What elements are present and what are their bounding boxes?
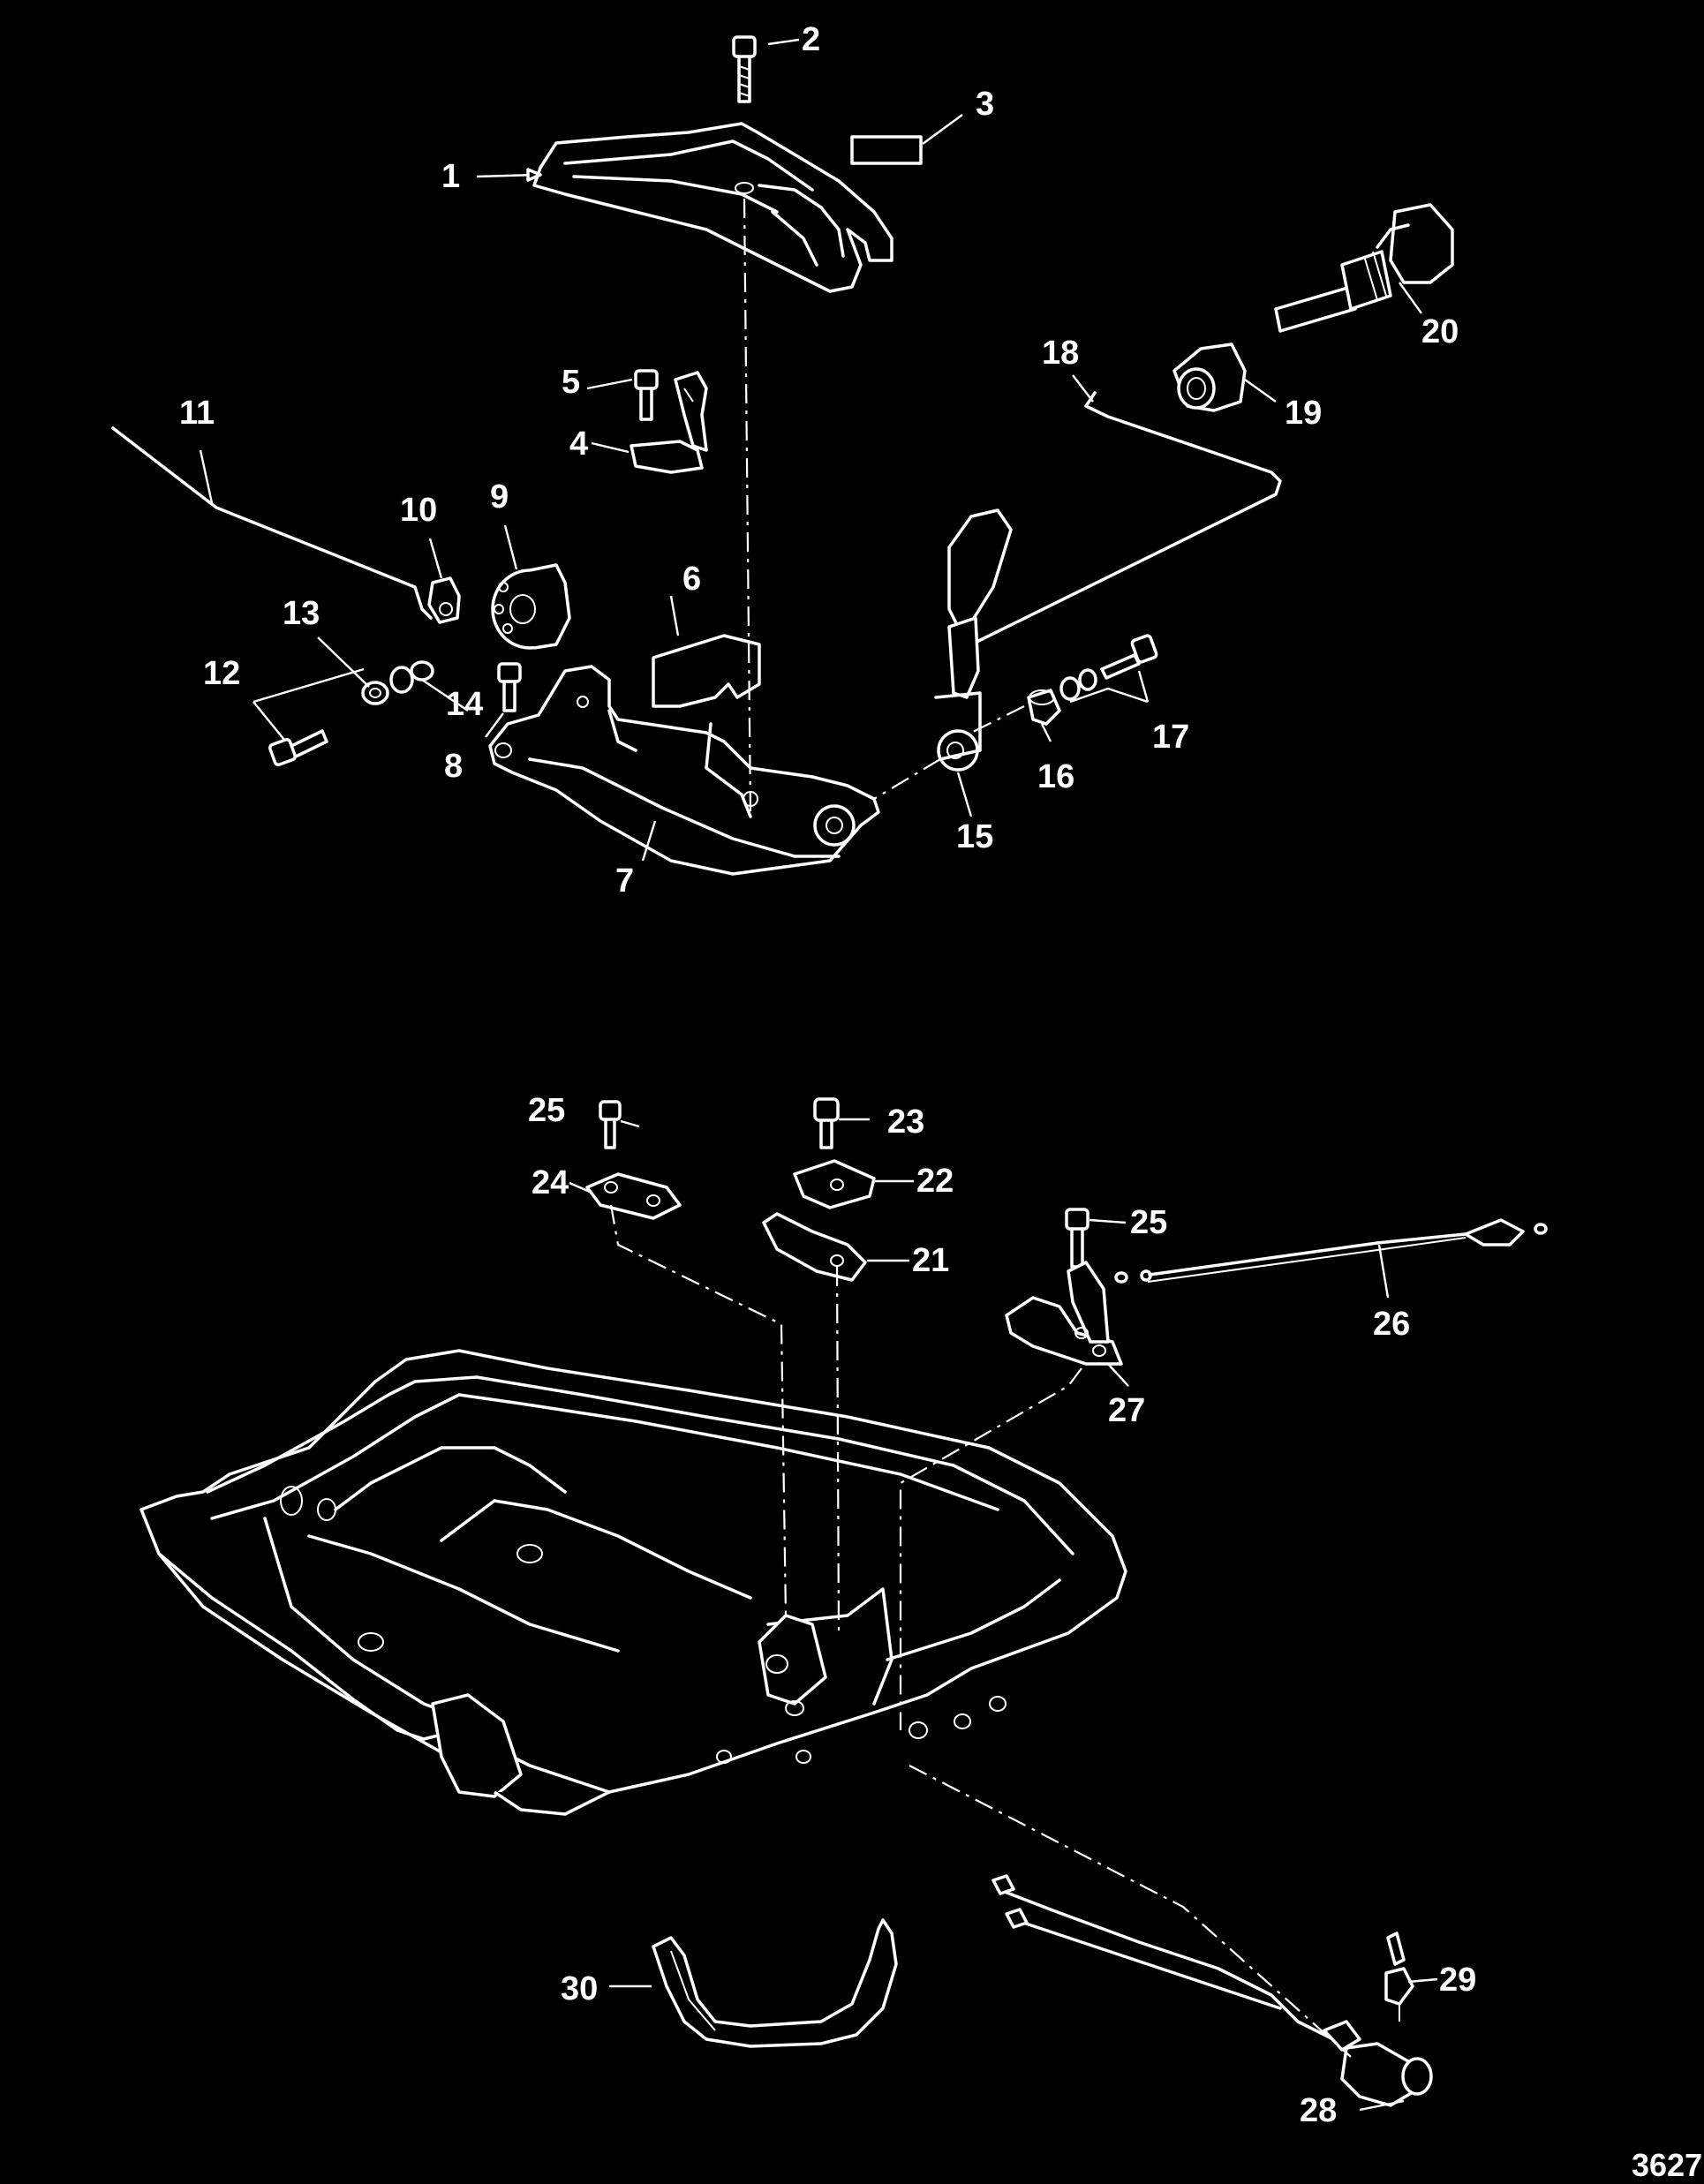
part-27-bracket bbox=[1005, 1261, 1123, 1366]
part-14-bushing-ring bbox=[410, 660, 434, 682]
drawing-number: 3627 bbox=[1632, 2147, 1702, 2183]
part-14-bushing bbox=[389, 666, 414, 694]
part-17-lockwasher bbox=[1078, 668, 1097, 691]
callout-labels: 1 2 3 4 5 6 7 8 9 10 11 12 13 14 15 16 1… bbox=[179, 21, 1476, 2129]
callout-7: 7 bbox=[615, 862, 634, 900]
part-22-clip bbox=[793, 1159, 876, 1209]
callout-25-right: 25 bbox=[1130, 1204, 1167, 1241]
part-9-friction-disc bbox=[491, 563, 571, 650]
part-10-clip bbox=[427, 576, 461, 624]
part-24-plate bbox=[585, 1172, 682, 1220]
callout-2: 2 bbox=[802, 21, 820, 58]
upper-alignment-line-2 bbox=[873, 758, 941, 800]
callout-22: 22 bbox=[916, 1163, 954, 1200]
part-2-screw bbox=[732, 35, 757, 103]
lower-alignment-line-2 bbox=[835, 1266, 841, 1634]
callout-14: 14 bbox=[446, 686, 483, 723]
callout-23: 23 bbox=[887, 1103, 924, 1141]
callout-1: 1 bbox=[441, 158, 460, 195]
bottom-cowl bbox=[139, 1349, 1127, 1816]
part-25-screw-right bbox=[1065, 1208, 1090, 1269]
part-7-handle-base bbox=[488, 665, 880, 876]
part-6-cover-plate bbox=[652, 634, 761, 708]
part-23-screw bbox=[813, 1097, 840, 1149]
callout-13: 13 bbox=[283, 595, 320, 632]
callout-25-left: 25 bbox=[528, 1092, 565, 1129]
part-4-bracket bbox=[630, 371, 708, 474]
leader-lines bbox=[199, 38, 1438, 2112]
part-16-bushing bbox=[1027, 689, 1061, 726]
part-26-cable bbox=[1114, 1218, 1548, 1284]
callout-19: 19 bbox=[1285, 395, 1322, 432]
callout-21: 21 bbox=[912, 1242, 949, 1279]
upper-alignment-line-3 bbox=[970, 705, 1025, 734]
callout-26: 26 bbox=[1373, 1306, 1410, 1343]
callout-29: 29 bbox=[1439, 1962, 1476, 1999]
part-13-washer bbox=[361, 681, 389, 705]
callout-30: 30 bbox=[561, 1970, 598, 2007]
upper-alignment-line-1 bbox=[743, 198, 752, 813]
callout-17: 17 bbox=[1152, 719, 1189, 756]
callout-3: 3 bbox=[976, 86, 994, 123]
part-1-arrow bbox=[526, 168, 542, 182]
callout-18: 18 bbox=[1042, 335, 1079, 372]
part-17-washer bbox=[1059, 676, 1081, 701]
callout-8: 8 bbox=[444, 748, 463, 785]
part-8-screw bbox=[497, 662, 522, 712]
callout-28: 28 bbox=[1300, 2092, 1337, 2129]
part-20-key-switch bbox=[1274, 203, 1454, 333]
callout-9: 9 bbox=[490, 478, 509, 516]
part-12-bolt bbox=[268, 729, 328, 767]
part-21-bracket bbox=[762, 1212, 867, 1282]
callout-11: 11 bbox=[179, 395, 215, 432]
callout-15: 15 bbox=[956, 818, 993, 855]
part-17-bolt bbox=[1100, 634, 1158, 680]
part-29-clamp bbox=[1384, 1932, 1414, 2022]
lower-alignment-line-3 bbox=[899, 1367, 1082, 1730]
part-5-screw bbox=[634, 369, 659, 421]
part-28-sender-harness bbox=[991, 1874, 1433, 2107]
part-19-bezel-nut bbox=[1172, 343, 1247, 412]
callout-4: 4 bbox=[569, 426, 588, 463]
part-22-hole bbox=[830, 1179, 844, 1191]
callout-24: 24 bbox=[532, 1164, 569, 1201]
callout-6: 6 bbox=[682, 561, 701, 598]
part-11-throttle-rod bbox=[111, 426, 433, 620]
part-30-handle bbox=[652, 1918, 898, 2048]
part-1-top-cover bbox=[532, 122, 893, 293]
callout-16: 16 bbox=[1037, 758, 1074, 795]
callout-10: 10 bbox=[400, 492, 437, 529]
part-3-decal bbox=[850, 135, 923, 165]
part-18-link-rod bbox=[952, 391, 1282, 655]
part-25-screw-left bbox=[599, 1100, 622, 1149]
part-15-shift-lever bbox=[934, 508, 1013, 772]
callout-12: 12 bbox=[203, 655, 240, 692]
callout-5: 5 bbox=[562, 364, 580, 401]
part-13-washer-inner bbox=[369, 688, 381, 698]
lower-alignment-line-4 bbox=[909, 1765, 1352, 2058]
callout-27: 27 bbox=[1108, 1392, 1145, 1429]
callout-20: 20 bbox=[1421, 313, 1459, 350]
